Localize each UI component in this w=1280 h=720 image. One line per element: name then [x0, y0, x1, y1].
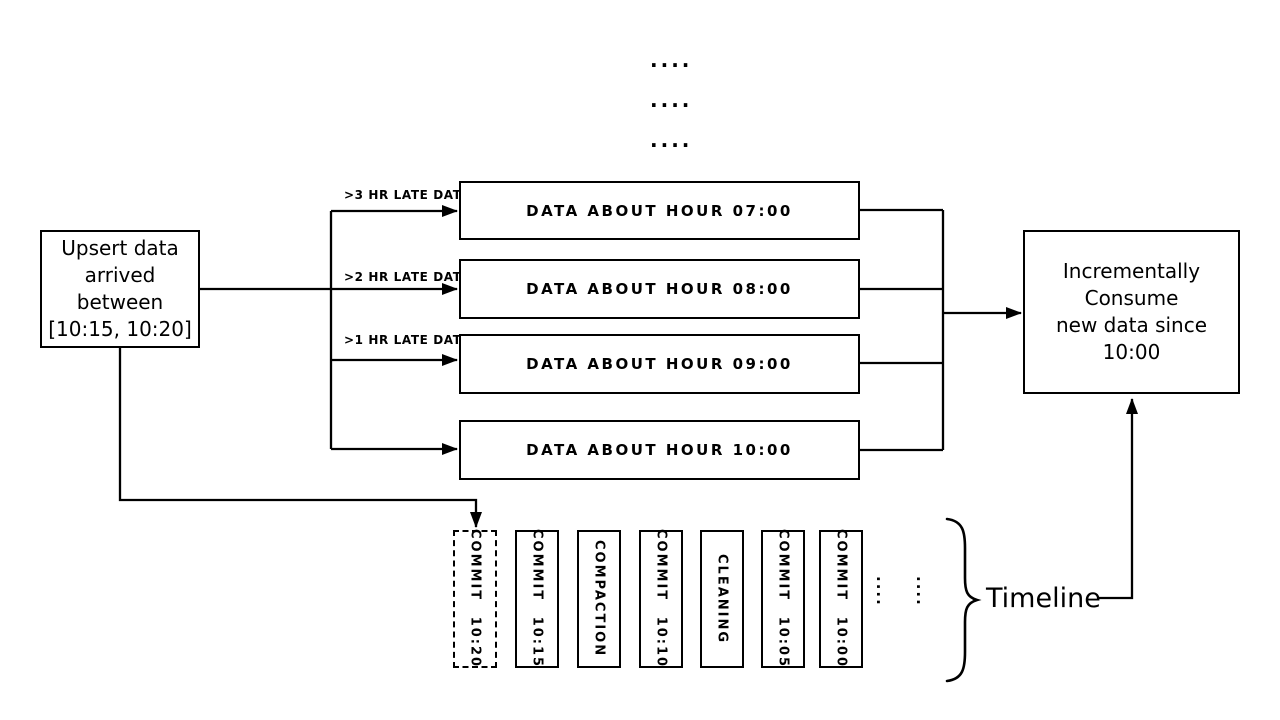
continuation-dots-top-1: .... — [650, 48, 693, 72]
timeline-event-commit-1010-label: COMMIT 10:10 — [653, 529, 669, 669]
timeline-label: Timeline — [986, 583, 1101, 614]
late-data-label-1hr: >1 HR LATE DATA — [344, 333, 471, 347]
hour-box-1000-label: DATA ABOUT HOUR 10:00 — [526, 441, 793, 459]
timeline-event-commit-1015-label: COMMIT 10:15 — [529, 529, 545, 669]
consume-box-line-2: new data since 10:00 — [1055, 313, 1208, 364]
timeline-event-commit-1020-label: COMMIT 10:20 — [467, 529, 483, 669]
hour-box-0800-label: DATA ABOUT HOUR 08:00 — [526, 280, 793, 298]
hour-box-0700: DATA ABOUT HOUR 07:00 — [459, 181, 860, 240]
upsert-box-line-3: [10:15, 10:20] — [48, 317, 192, 341]
consume-box-line-1: Incrementally Consume — [1062, 259, 1201, 310]
timeline-event-commit-1005: COMMIT 10:05 — [761, 529, 805, 669]
timeline-event-commit-1000-label: COMMIT 10:00 — [833, 529, 849, 669]
timeline-brace — [945, 517, 982, 683]
upsert-box-line-1: Upsert data — [61, 236, 179, 260]
edge-timeline-to-consume — [1097, 398, 1138, 600]
upsert-box: Upsert data arrived between [10:15, 10:2… — [40, 230, 200, 348]
late-data-label-3hr: >3 HR LATE DATA — [344, 188, 471, 202]
timeline-event-compaction: COMPACTION — [577, 530, 621, 668]
timeline-event-commit-1015: COMMIT 10:15 — [515, 529, 559, 669]
timeline-event-commit-1020: COMMIT 10:20 — [453, 529, 497, 669]
hour-box-0900-label: DATA ABOUT HOUR 09:00 — [526, 355, 793, 373]
continuation-dots-top-2: .... — [650, 88, 693, 112]
late-data-label-2hr: >2 HR LATE DATA — [344, 270, 471, 284]
edge-upsert-to-commit — [118, 348, 482, 528]
timeline-event-commit-1005-label: COMMIT 10:05 — [775, 529, 791, 669]
timeline-ellipsis-1: .... — [873, 576, 891, 607]
continuation-dots-top-3: .... — [650, 128, 693, 152]
hour-box-0800: DATA ABOUT HOUR 08:00 — [459, 259, 860, 319]
upsert-box-line-2: arrived between — [76, 263, 164, 314]
hour-box-0700-label: DATA ABOUT HOUR 07:00 — [526, 201, 793, 220]
hour-box-1000: DATA ABOUT HOUR 10:00 — [459, 420, 860, 480]
timeline-event-cleaning-label: CLEANING — [714, 553, 730, 645]
consume-box: Incrementally Consume new data since 10:… — [1023, 230, 1240, 394]
hour-box-0900: DATA ABOUT HOUR 09:00 — [459, 334, 860, 394]
timeline-event-commit-1000: COMMIT 10:00 — [819, 529, 863, 669]
timeline-event-commit-1010: COMMIT 10:10 — [639, 529, 683, 669]
timeline-event-cleaning: CLEANING — [700, 530, 744, 668]
timeline-event-compaction-label: COMPACTION — [591, 540, 607, 658]
timeline-ellipsis-2: .... — [913, 576, 931, 607]
